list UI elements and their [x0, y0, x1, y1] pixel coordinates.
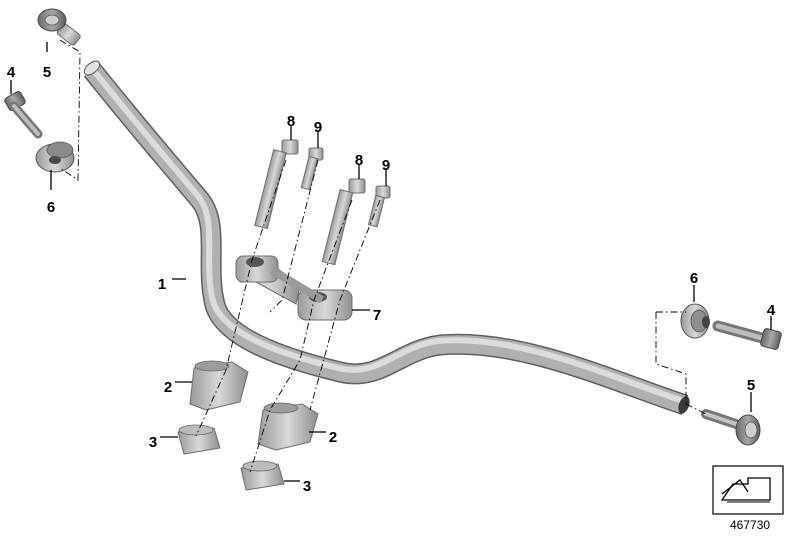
assembly-lines: [59, 39, 707, 473]
right-bar-end-weight: [680, 303, 710, 339]
reference-number: 467730: [730, 518, 770, 532]
callout-c8a: 8: [287, 113, 295, 130]
clamp-bolt-left: [254, 139, 299, 230]
callout-c3a: 3: [149, 434, 157, 451]
reference-symbol: [712, 465, 784, 515]
callout-c4b: 4: [767, 302, 776, 319]
callout-c7: 7: [373, 307, 381, 324]
callout-c6b: 6: [690, 270, 698, 287]
upper-clamp: [235, 255, 353, 321]
bushing-left: [177, 424, 221, 455]
callout-c9b: 9: [382, 157, 390, 174]
callout-c2b: 2: [329, 429, 337, 446]
handlebar-tube: [83, 60, 690, 415]
callout-c3b: 3: [303, 478, 311, 495]
left-bar-end-cap: [37, 8, 81, 46]
right-bar-end-screw: [712, 320, 782, 350]
washer-screw-left: [300, 147, 324, 191]
left-bar-end-weight: [35, 141, 75, 173]
right-bar-end-cap: [701, 409, 761, 446]
callout-c8b: 8: [355, 152, 363, 169]
clamp-bolt-right: [321, 178, 366, 266]
washer-screw-right: [367, 185, 391, 228]
callout-c9a: 9: [314, 119, 322, 136]
bushing-right: [240, 460, 285, 491]
callout-c4a: 4: [7, 64, 16, 81]
callout-c5b: 5: [747, 377, 755, 394]
callout-c6a: 6: [47, 199, 55, 216]
callout-c2a: 2: [164, 379, 172, 396]
leader-lines: [10, 42, 772, 482]
riser-right: [257, 402, 319, 451]
callout-labels: 1 2 2 3 3 4 4 5 5 6 6 7 8 8 9 9: [7, 64, 776, 495]
callout-c1: 1: [158, 276, 166, 293]
callout-c5a: 5: [43, 64, 51, 81]
left-bar-end-screw: [4, 91, 43, 139]
